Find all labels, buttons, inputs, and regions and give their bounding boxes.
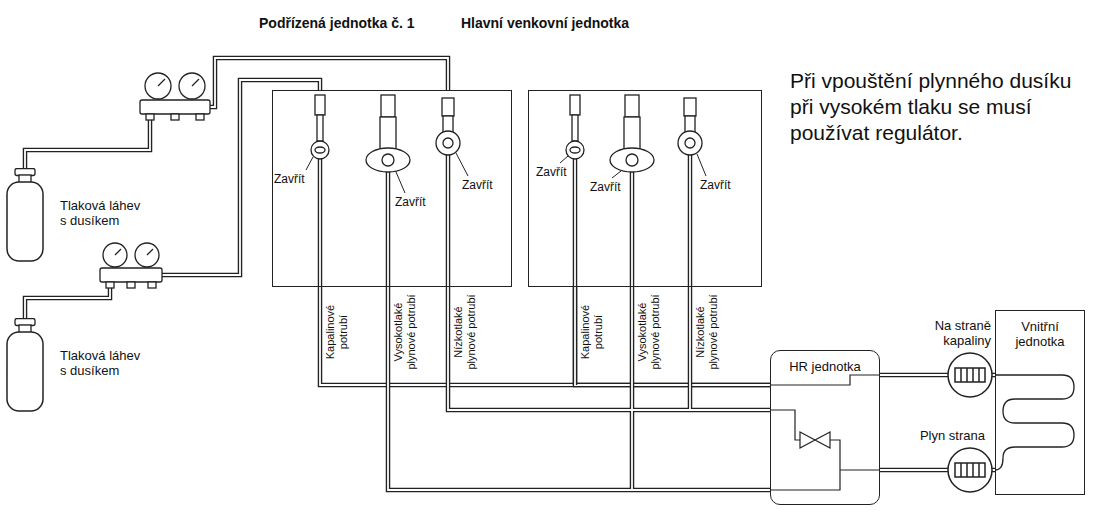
indoor-coil bbox=[995, 375, 1074, 470]
close-callout: Zavřít bbox=[462, 178, 493, 192]
unit-heading: Podřízená jednotka č. 1 bbox=[259, 15, 415, 31]
nitrogen-cylinder: Tlaková láhev s dusíkem bbox=[5, 318, 145, 413]
node-label: HR jednotka bbox=[771, 351, 879, 374]
hr-internal-piping bbox=[770, 375, 880, 490]
close-callout: Zavřít bbox=[536, 165, 567, 179]
nitrogen-cylinder: Tlaková láhev s dusíkem bbox=[5, 168, 145, 263]
close-callout: Zavřít bbox=[395, 195, 426, 209]
pipe-outline bbox=[575, 287, 770, 385]
service-valves bbox=[311, 95, 702, 172]
cylinder-outline bbox=[5, 168, 45, 263]
pipe-connector bbox=[575, 287, 770, 385]
hr-unit-box: HR jednotka bbox=[770, 350, 880, 505]
close-callout: Zavřít bbox=[590, 180, 621, 194]
regulator-note: Při vpouštění plynného dusíku při vysoké… bbox=[790, 68, 1075, 146]
close-callout: Zavřít bbox=[274, 172, 305, 186]
fitting-label: Plyn strana bbox=[905, 428, 985, 443]
close-callout: Zavřít bbox=[700, 178, 731, 192]
pipe-label: Nízkotlaké plynové potrubí bbox=[452, 289, 478, 375]
flare-fittings bbox=[948, 353, 992, 492]
pipe-inner bbox=[25, 80, 320, 318]
pipe-outline bbox=[25, 80, 320, 318]
leader-lines bbox=[306, 153, 706, 193]
pipe-label: Vysokotlaké plynové potrubí bbox=[636, 289, 662, 375]
indoor-unit-box: Vnitřní jednotka bbox=[995, 310, 1085, 495]
pipe-label: Kapalinové potrubí bbox=[324, 289, 350, 375]
cylinder-outline bbox=[5, 318, 45, 413]
fitting-label: Na straně kapaliny bbox=[915, 318, 991, 348]
pipe-label: Vysokotlaké plynové potrubí bbox=[392, 289, 418, 375]
node-label: Tlaková láhev s dusíkem bbox=[60, 198, 145, 228]
gauge-manifold bbox=[100, 73, 210, 288]
node-label: Vnitřní jednotka bbox=[996, 311, 1084, 349]
unit-heading: Hlavní venkovní jednotka bbox=[461, 15, 629, 31]
node-label: Tlaková láhev s dusíkem bbox=[60, 348, 145, 378]
pipe-label: Nízkotlaké plynové potrubí bbox=[694, 289, 720, 375]
pipe-inner bbox=[320, 155, 995, 490]
pipe-label: Kapalinové potrubí bbox=[579, 289, 605, 375]
pipe-connector bbox=[25, 80, 320, 318]
pipe-outline bbox=[320, 155, 995, 490]
pipe-inner bbox=[575, 287, 770, 385]
